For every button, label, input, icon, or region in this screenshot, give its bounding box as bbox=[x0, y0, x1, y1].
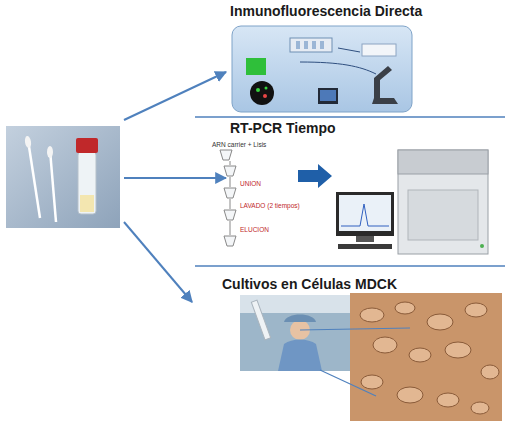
step-label: UNION bbox=[240, 180, 261, 187]
swab-photo bbox=[6, 126, 120, 228]
panel-heading: Inmunofluorescencia Directa bbox=[230, 3, 500, 19]
step-label: ARN carrier + Lisis bbox=[212, 141, 266, 148]
panel-heading: RT-PCR Tiempo bbox=[230, 120, 430, 136]
immunofluorescence-illustration bbox=[232, 26, 412, 112]
step-label: ELUCION bbox=[240, 226, 269, 233]
rt-pcr-illustration bbox=[220, 150, 488, 254]
step-label: LAVADO (2 tiempos) bbox=[240, 202, 300, 209]
cell-culture-illustration bbox=[240, 293, 502, 421]
method-panel: Inmunofluorescencia Directa bbox=[200, 0, 505, 116]
panel-heading: Cultivos en Células MDCK bbox=[222, 276, 492, 292]
flow-arrows bbox=[124, 72, 226, 302]
separator-lines bbox=[195, 117, 505, 266]
method-panel: RT-PCR Tiempo bbox=[195, 118, 505, 264]
method-panel: Cultivos en Células MDCK bbox=[195, 267, 505, 422]
